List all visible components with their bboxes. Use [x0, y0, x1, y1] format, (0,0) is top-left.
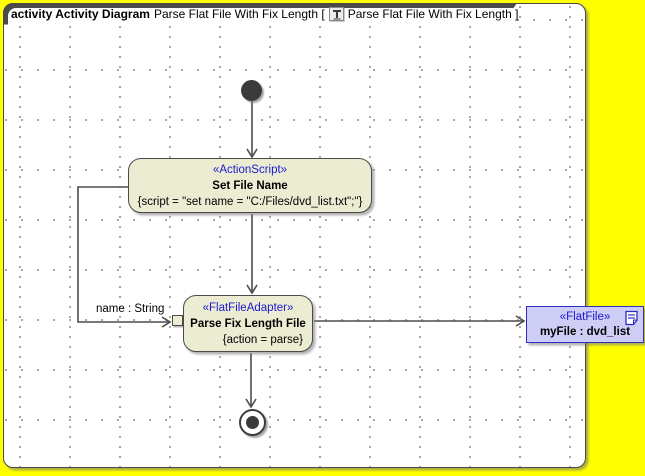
edge-set-file-name-to-parse[interactable]	[246, 214, 258, 295]
frame-title: activity Activity Diagram Parse Flat Fil…	[11, 7, 518, 22]
edge-parse-to-final[interactable]	[245, 353, 257, 409]
edge-initial-to-set-file-name[interactable]	[246, 100, 258, 159]
edge-object-flow-name-string[interactable]	[77, 186, 172, 328]
object-node-myfile[interactable]: «FlatFile» myFile : dvd_list	[526, 306, 644, 343]
frame-kind-and-diagram-name: activity Activity Diagram	[11, 7, 150, 21]
activity-diagram-icon	[328, 7, 344, 21]
myfile-stereotype: «FlatFile»	[559, 310, 611, 323]
input-pin[interactable]	[172, 315, 183, 326]
myfile-label: myFile : dvd_list	[539, 325, 631, 338]
edge-parse-to-myfile[interactable]	[314, 315, 526, 327]
action-parse-fix-length-file[interactable]: «FlatFileAdapter» Parse Fix Length File …	[183, 295, 313, 352]
document-icon	[625, 310, 638, 326]
activity-diagram-frame[interactable]	[3, 3, 586, 468]
object-flow-label[interactable]: name : String	[96, 303, 165, 315]
frame-context-text: Parse Flat File With Fix Length ]	[347, 7, 519, 21]
set-file-name-stereotype: «ActionScript»	[212, 163, 288, 176]
activity-final-node[interactable]	[239, 409, 266, 436]
frame-title-tab[interactable]	[3, 3, 517, 25]
set-file-name-label: Set File Name	[212, 179, 288, 192]
parse-label: Parse Fix Length File	[190, 317, 306, 330]
set-file-name-script: {script = "set name = "C:/Files/dvd_list…	[137, 195, 363, 208]
action-set-file-name[interactable]: «ActionScript» Set File Name {script = "…	[128, 158, 372, 213]
frame-header-text: Parse Flat File With Fix Length [	[153, 7, 325, 21]
parse-action-spec: {action = parse}	[222, 333, 303, 346]
activity-final-node-dot	[246, 416, 259, 429]
parse-stereotype: «FlatFileAdapter»	[202, 301, 294, 314]
frame-title-tab-fill	[8, 8, 519, 27]
initial-node[interactable]	[241, 80, 262, 101]
